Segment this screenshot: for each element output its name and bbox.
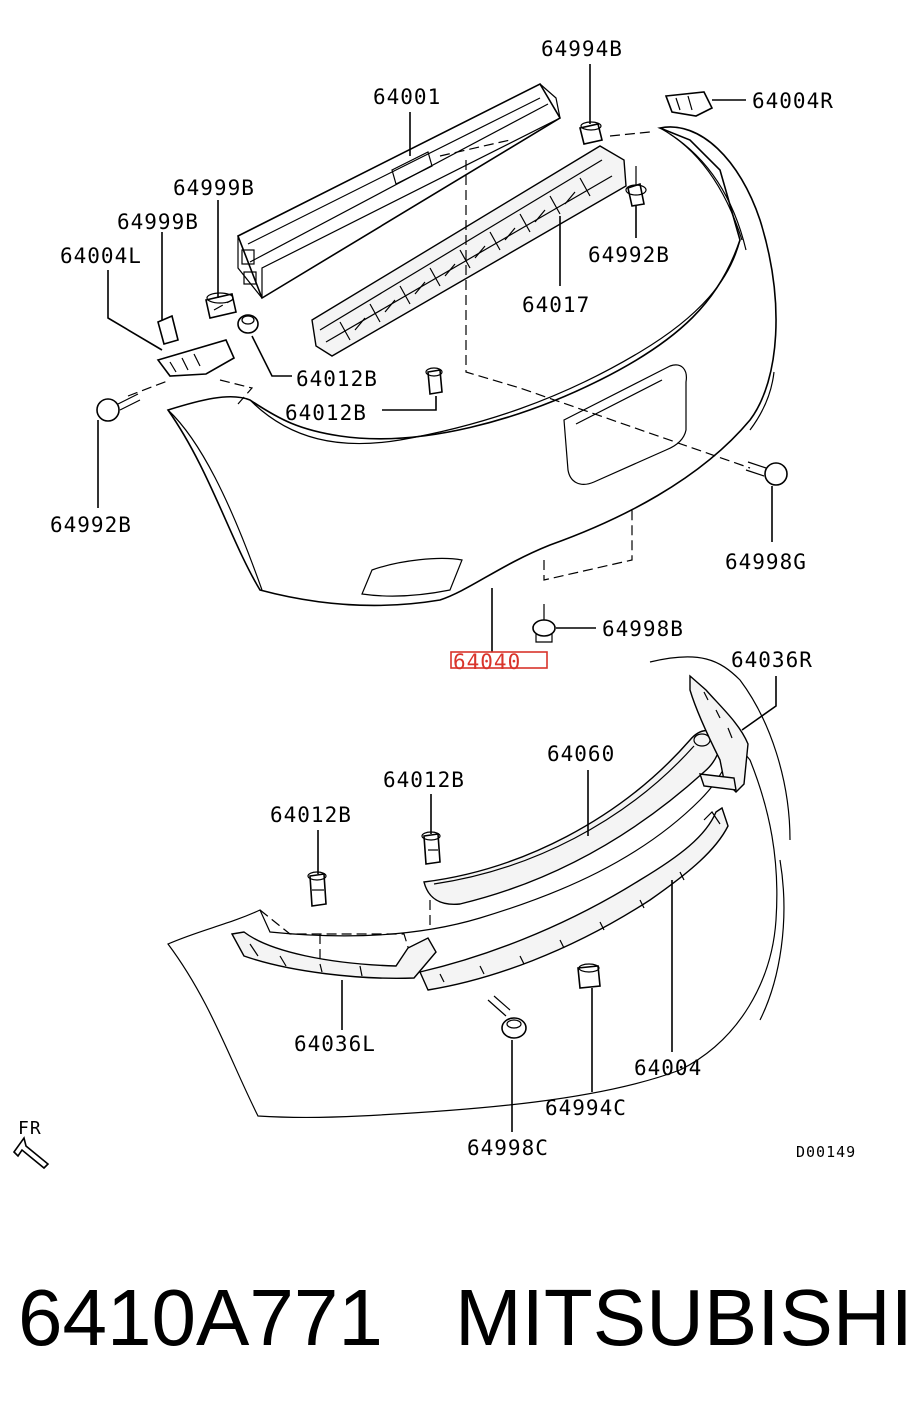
screw-64998c	[487, 995, 527, 1039]
label-64992b-1: 64992B	[588, 243, 670, 267]
highlight-box	[450, 651, 548, 669]
label-64004: 64004	[634, 1056, 702, 1080]
bracket-64036r	[689, 674, 749, 793]
screw-64992b-left	[96, 393, 141, 422]
screw-64992b-upper	[625, 166, 647, 207]
front-arrow-icon	[12, 1136, 50, 1170]
label-64012b-2: 64012B	[285, 401, 367, 425]
clip-64012b-lower2	[307, 871, 327, 907]
lower-bumper-outline	[167, 656, 791, 1119]
label-64036r: 64036R	[731, 648, 813, 672]
lower-bracket-64004	[419, 806, 729, 991]
nut-64012b-upper	[237, 314, 259, 334]
label-64036l: 64036L	[294, 1032, 376, 1056]
brand-name: MITSUBISHI	[455, 1273, 909, 1362]
label-64992b-2: 64992B	[50, 513, 132, 537]
label-64012b-4: 64012B	[270, 803, 352, 827]
reinforcement-beam-64001	[236, 82, 562, 300]
label-64012b-3: 64012B	[383, 768, 465, 792]
label-64017: 64017	[522, 293, 590, 317]
screw-64998g	[745, 461, 788, 486]
label-64999b-1: 64999B	[173, 176, 255, 200]
label-64998g: 64998G	[725, 550, 807, 574]
bracket-64036l	[230, 931, 437, 979]
side-bracket-64004r	[664, 91, 714, 117]
energy-absorber-64017	[311, 145, 627, 357]
label-64040: 64040	[453, 650, 521, 674]
clip-64994b	[579, 121, 603, 145]
clip-64994c	[577, 963, 601, 989]
label-64012b-1: 64012B	[296, 367, 378, 391]
label-64999b-2: 64999B	[117, 210, 199, 234]
part-number: 6410A771	[18, 1273, 383, 1362]
label-64001: 64001	[373, 85, 441, 109]
clip-64999b-b	[157, 314, 179, 345]
clip-64012b-lower1	[421, 831, 441, 865]
diagram-code: D00149	[796, 1143, 856, 1161]
side-bracket-64004l	[156, 339, 236, 377]
label-64998b: 64998B	[602, 617, 684, 641]
clip-64012b-upper2	[425, 367, 443, 395]
label-64004r: 64004R	[752, 89, 834, 113]
label-fr: FR	[18, 1118, 42, 1139]
label-64060: 64060	[547, 742, 615, 766]
screw-64998b	[532, 604, 556, 643]
bumper-face-64040	[166, 126, 777, 607]
label-64004l: 64004L	[60, 244, 142, 268]
label-64994b: 64994B	[541, 37, 623, 61]
label-64998c: 64998C	[467, 1136, 549, 1160]
label-64994c: 64994C	[545, 1096, 627, 1120]
